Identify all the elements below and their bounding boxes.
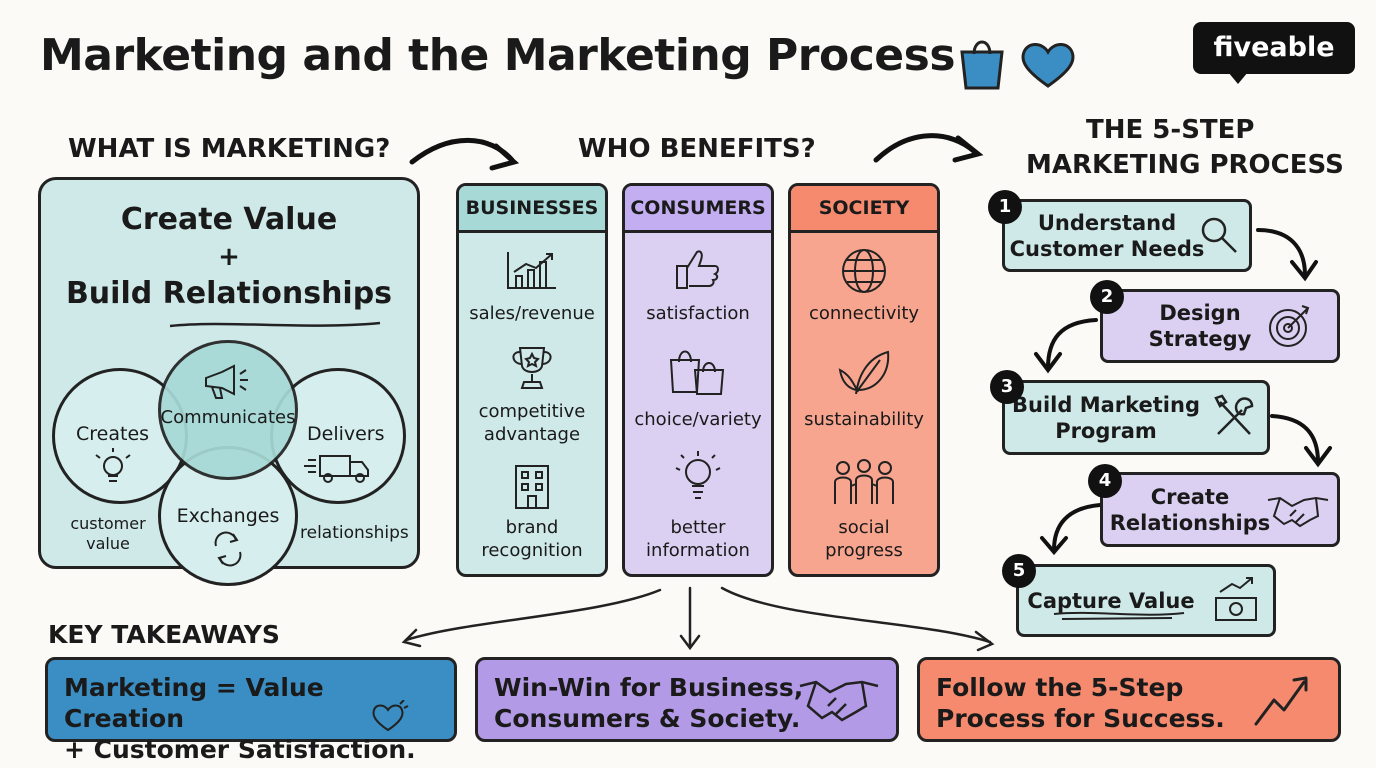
step-5-box: Capture Value — [1016, 564, 1276, 637]
process-heading-line2: MARKETING PROCESS — [1026, 150, 1344, 180]
venn-circle-communicates — [158, 340, 298, 480]
step-5-number: 5 — [1002, 554, 1036, 588]
underline-doodle — [1053, 611, 1185, 620]
benefit-connectivity: connectivity — [808, 303, 920, 324]
benefit-social-progress: social progress — [825, 517, 903, 561]
megaphone-icon — [205, 364, 248, 399]
side-label-relationships: relationships — [300, 523, 409, 543]
title-icons — [958, 34, 1083, 94]
step-1-line2: Customer Needs — [1009, 236, 1205, 261]
column-header-consumers: CONSUMERS — [625, 186, 771, 233]
step-2-line1: Design — [1159, 301, 1241, 325]
arrow-step3-step4 — [1270, 414, 1320, 464]
step-1-line1: Understand — [1037, 210, 1177, 235]
takeaway-3-line1: Follow the 5-Step — [936, 673, 1184, 702]
step-2-line2: Strategy — [1148, 327, 1252, 351]
step-1-number: 1 — [988, 190, 1022, 224]
money-growth-icon — [1215, 577, 1257, 621]
leaf-icon — [838, 350, 890, 395]
people-group-icon — [834, 459, 894, 504]
step-2-number: 2 — [1090, 280, 1124, 314]
takeaway-1-line1: Marketing = Value Creation — [64, 673, 324, 733]
create-value-text: Create Value — [120, 202, 338, 237]
column-header-businesses: BUSINESSES — [459, 186, 605, 233]
column-society: SOCIETY connectivity sustainability soci… — [788, 183, 940, 577]
handshake-icon — [1267, 496, 1329, 528]
lightbulb-icon — [95, 448, 131, 482]
takeaway-2: Win-Win for Business, Consumers & Societ… — [475, 657, 899, 742]
building-icon — [515, 465, 549, 509]
shopping-bag-icon — [960, 40, 1004, 90]
venn-label-creates: Creates — [76, 423, 150, 445]
venn-icons — [95, 364, 369, 567]
arrow-step2-step3 — [1046, 318, 1098, 370]
step-4-line1: Create — [1150, 484, 1230, 509]
who-benefits-heading: WHO BENEFITS? — [578, 134, 816, 164]
benefit-sales-revenue: sales/revenue — [469, 303, 595, 324]
step-3-line1: Build Marketing — [1012, 392, 1200, 417]
thumbs-up-icon — [676, 250, 719, 289]
lightbulb-icon — [675, 451, 721, 499]
benefit-satisfaction: satisfaction — [646, 303, 750, 324]
benefit-choice-variety: choice/variety — [634, 409, 762, 430]
heart-icon — [1021, 43, 1075, 88]
fiveable-logo: fiveable — [1193, 22, 1355, 74]
step-3-line2: Program — [1055, 418, 1157, 443]
step-3-number: 3 — [990, 370, 1024, 404]
takeaway-1: Marketing = Value Creation + Customer Sa… — [45, 657, 457, 764]
takeaway-2-line1: Win-Win for Business, — [494, 673, 804, 702]
key-takeaways-heading: KEY TAKEAWAYS — [48, 620, 280, 649]
growth-arrow-icon — [1254, 676, 1308, 726]
delivery-truck-icon — [304, 455, 369, 483]
target-icon — [1269, 305, 1310, 347]
step-4-line2: Relationships — [1109, 510, 1271, 535]
shopping-bags-icon — [669, 350, 725, 395]
benefit-brand-recognition: brand recognition — [481, 517, 583, 561]
venn-label-communicates: Communicates — [160, 407, 296, 428]
process-heading-line1: THE 5-STEP — [1086, 115, 1255, 145]
heart-icon — [372, 700, 409, 732]
column-businesses: BUSINESSES sales/revenue competitive adv… — [456, 183, 608, 577]
growth-chart-icon — [507, 252, 556, 289]
plus-sign: + — [218, 242, 240, 272]
column-header-society: SOCIETY — [791, 186, 937, 233]
column-consumers: CONSUMERS satisfaction choice/variety be… — [622, 183, 774, 577]
takeaway-3: Follow the 5-Step Process for Success. — [917, 657, 1341, 742]
what-is-marketing-heading: WHAT IS MARKETING? — [68, 134, 391, 164]
logo-tail — [1228, 72, 1248, 84]
tools-icon — [1214, 394, 1254, 435]
arrow-to-takeaway-1 — [404, 588, 662, 642]
venn-label-exchanges: Exchanges — [176, 505, 280, 527]
takeaway-1-line2: + Customer Satisfaction. — [64, 735, 416, 764]
handshake-icon — [799, 680, 879, 722]
step-5-line1: Capture Value — [1027, 588, 1195, 613]
side-label-customer-value: customer value — [70, 514, 146, 553]
trophy-icon — [512, 347, 552, 389]
benefit-better-information: better information — [646, 517, 750, 561]
page-title: Marketing and the Marketing Process — [40, 30, 956, 81]
exchange-arrows-icon — [214, 531, 242, 567]
arrow-step1-step2 — [1256, 228, 1307, 277]
underline-doodle — [169, 321, 381, 328]
benefit-sustainability: sustainability — [804, 409, 924, 430]
arrow-to-takeaway-3 — [720, 586, 992, 644]
globe-icon — [842, 249, 886, 293]
takeaway-3-line2: Process for Success. — [936, 704, 1225, 733]
benefit-competitive-advantage-1: competitive advantage — [478, 401, 586, 445]
magnifier-icon — [1201, 217, 1237, 253]
arrow-step4-step5 — [1052, 503, 1102, 552]
venn-label-delivers: Delivers — [307, 423, 385, 445]
build-relationships-text: Build Relationships — [65, 276, 393, 311]
step-4-number: 4 — [1088, 464, 1122, 498]
takeaway-2-line2: Consumers & Society. — [494, 704, 801, 733]
